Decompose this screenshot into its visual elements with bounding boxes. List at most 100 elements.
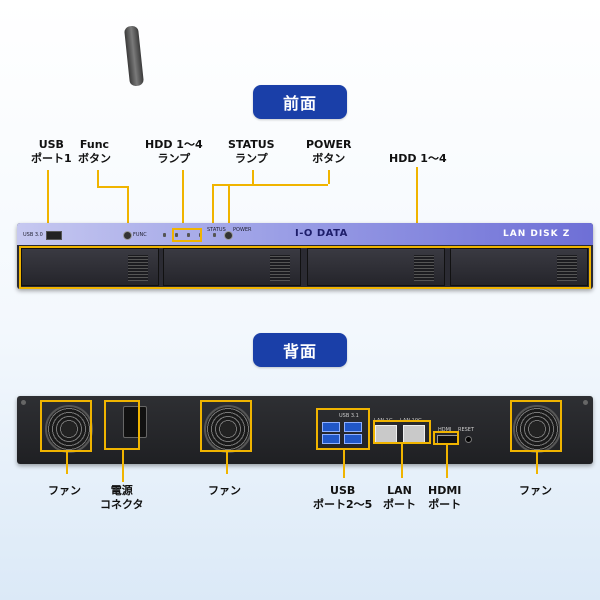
nas-front-panel: USB 3.0 FUNC STATUS POWER I-O DATA LAN D… [17,223,593,289]
usb-ports-highlight [316,408,370,450]
usb-port5[interactable] [344,434,362,444]
usb-ports-label: USB ポート2〜5 [313,484,372,512]
rear-usb-marking: USB 3.1 [339,413,359,419]
status-lamp [213,233,216,237]
fan-right-label: ファン [519,484,552,498]
fan-middle-label: ファン [208,484,241,498]
lan-ports-highlight [373,420,431,444]
fan-right-highlight [510,400,562,452]
power-connector-label-line2: コネクタ [100,498,144,511]
power-callout-a [228,184,328,190]
hdd1-lamp [163,233,166,237]
hdd-bay-2-vent [270,255,290,281]
fan-middle-highlight [200,400,252,452]
hdd2-lamp [175,233,178,237]
usb-port3[interactable] [344,422,362,432]
usb-ports-label-line1: USB [330,484,356,497]
power-connector[interactable] [123,406,147,438]
status-callout-a [212,184,254,228]
status-lamp-label-line1: STATUS [228,138,275,151]
rear-reset-marking: RESET [458,427,475,433]
hdd-bay-1-vent [128,255,148,281]
front-power-marking: POWER [233,227,252,233]
hdd-lamp-callout [182,170,184,228]
lan-ports-label-line1: LAN [387,484,412,497]
fan-right-callout [536,452,538,474]
func-button-label: Func ボタン [78,138,111,166]
rear-hdmi-marking: HDMI [438,427,452,433]
front-status-marking: STATUS [207,227,226,233]
power-connector-highlight [104,400,140,450]
fan-left-label-text: ファン [48,484,81,497]
usb-port1-label: USB ポート1 [31,138,72,166]
lan-ports-callout [401,444,403,478]
fan-middle-callout [226,452,228,474]
status-callout-b [252,170,254,184]
hdd-lamp-label: HDD 1〜4 ランプ [145,138,203,166]
front-section-title: 前面 [253,85,347,119]
fan-right [513,405,561,453]
usb-ports-label-line2: ポート2〜5 [313,498,373,511]
status-lamp-label-line2: ランプ [234,152,268,165]
hdd-bay-2[interactable] [163,248,301,286]
power-callout-c [228,184,230,230]
hdd-bay-4-vent [557,255,577,281]
usb-port2[interactable] [322,422,340,432]
power-button-label-line2: ボタン [312,152,346,165]
usb-port1-label-line1: USB [38,138,64,151]
screw [21,400,26,405]
hdd-bays-callout [416,167,418,247]
usb-port4[interactable] [322,434,340,444]
hdmi-port-label: HDMI ポート [428,484,461,512]
front-top-bar [17,223,593,245]
fan-left [45,405,93,453]
fan-middle-label-text: ファン [208,484,241,497]
hdmi-port-label-line2: ポート [428,498,462,511]
hdd-bays-highlight [19,246,591,289]
func-button[interactable] [123,231,132,240]
func-callout-b [127,186,129,230]
usb-port1[interactable] [46,231,62,240]
hdd-bay-4[interactable] [450,248,588,286]
fan-left-highlight [40,400,92,452]
func-button-label-line1: Func [79,138,110,151]
brand-logo: I-O DATA [295,228,348,239]
model-name: LAN DISK Z [503,229,571,239]
nas-rear-panel: USB 3.1 LAN 1G LAN 10G HDMI RESET [17,396,593,464]
power-connector-label-line1: 電源 [110,484,133,497]
lan-ports-label: LAN ポート [383,484,416,512]
power-cable [123,25,145,87]
hdd-bays-label-text: HDD 1〜4 [389,152,447,165]
hdd-bay-1[interactable] [21,248,159,286]
fan-left-label: ファン [48,484,81,498]
power-button-label: POWER ボタン [306,138,352,166]
lan-ports-label-line2: ポート [383,498,416,511]
status-lamp-label: STATUS ランプ [228,138,275,166]
reset-button[interactable] [465,436,472,443]
power-button[interactable] [224,231,233,240]
power-callout-b [328,170,330,184]
hdmi-port-callout [446,445,448,478]
hdd-bay-3-vent [414,255,434,281]
hdmi-port-highlight [433,431,459,445]
usb-port1-callout [47,170,49,225]
fan-left-callout [66,452,68,474]
hdd-lamp-highlight [172,228,202,242]
fan-right-label-text: ファン [519,484,552,497]
power-connector-callout [122,450,124,482]
hdd-bay-3[interactable] [307,248,445,286]
power-connector-label: 電源 コネクタ [100,484,144,512]
func-button-label-line2: ボタン [78,152,111,165]
screw [583,400,588,405]
usb-ports-callout [343,450,345,478]
func-callout-a [97,170,129,188]
hdd-bays-label: HDD 1〜4 [389,152,447,166]
rear-section-title: 背面 [253,333,347,367]
hdd-lamp-label-line1: HDD 1〜4 [145,138,203,151]
usb-port1-label-line2: ポート1 [31,152,72,165]
power-button-label-line1: POWER [306,138,352,151]
hdd3-lamp [187,233,190,237]
front-func-marking: FUNC [133,232,147,238]
hdmi-port-label-line1: HDMI [428,484,462,497]
hdd-lamp-label-line2: ランプ [157,152,191,165]
